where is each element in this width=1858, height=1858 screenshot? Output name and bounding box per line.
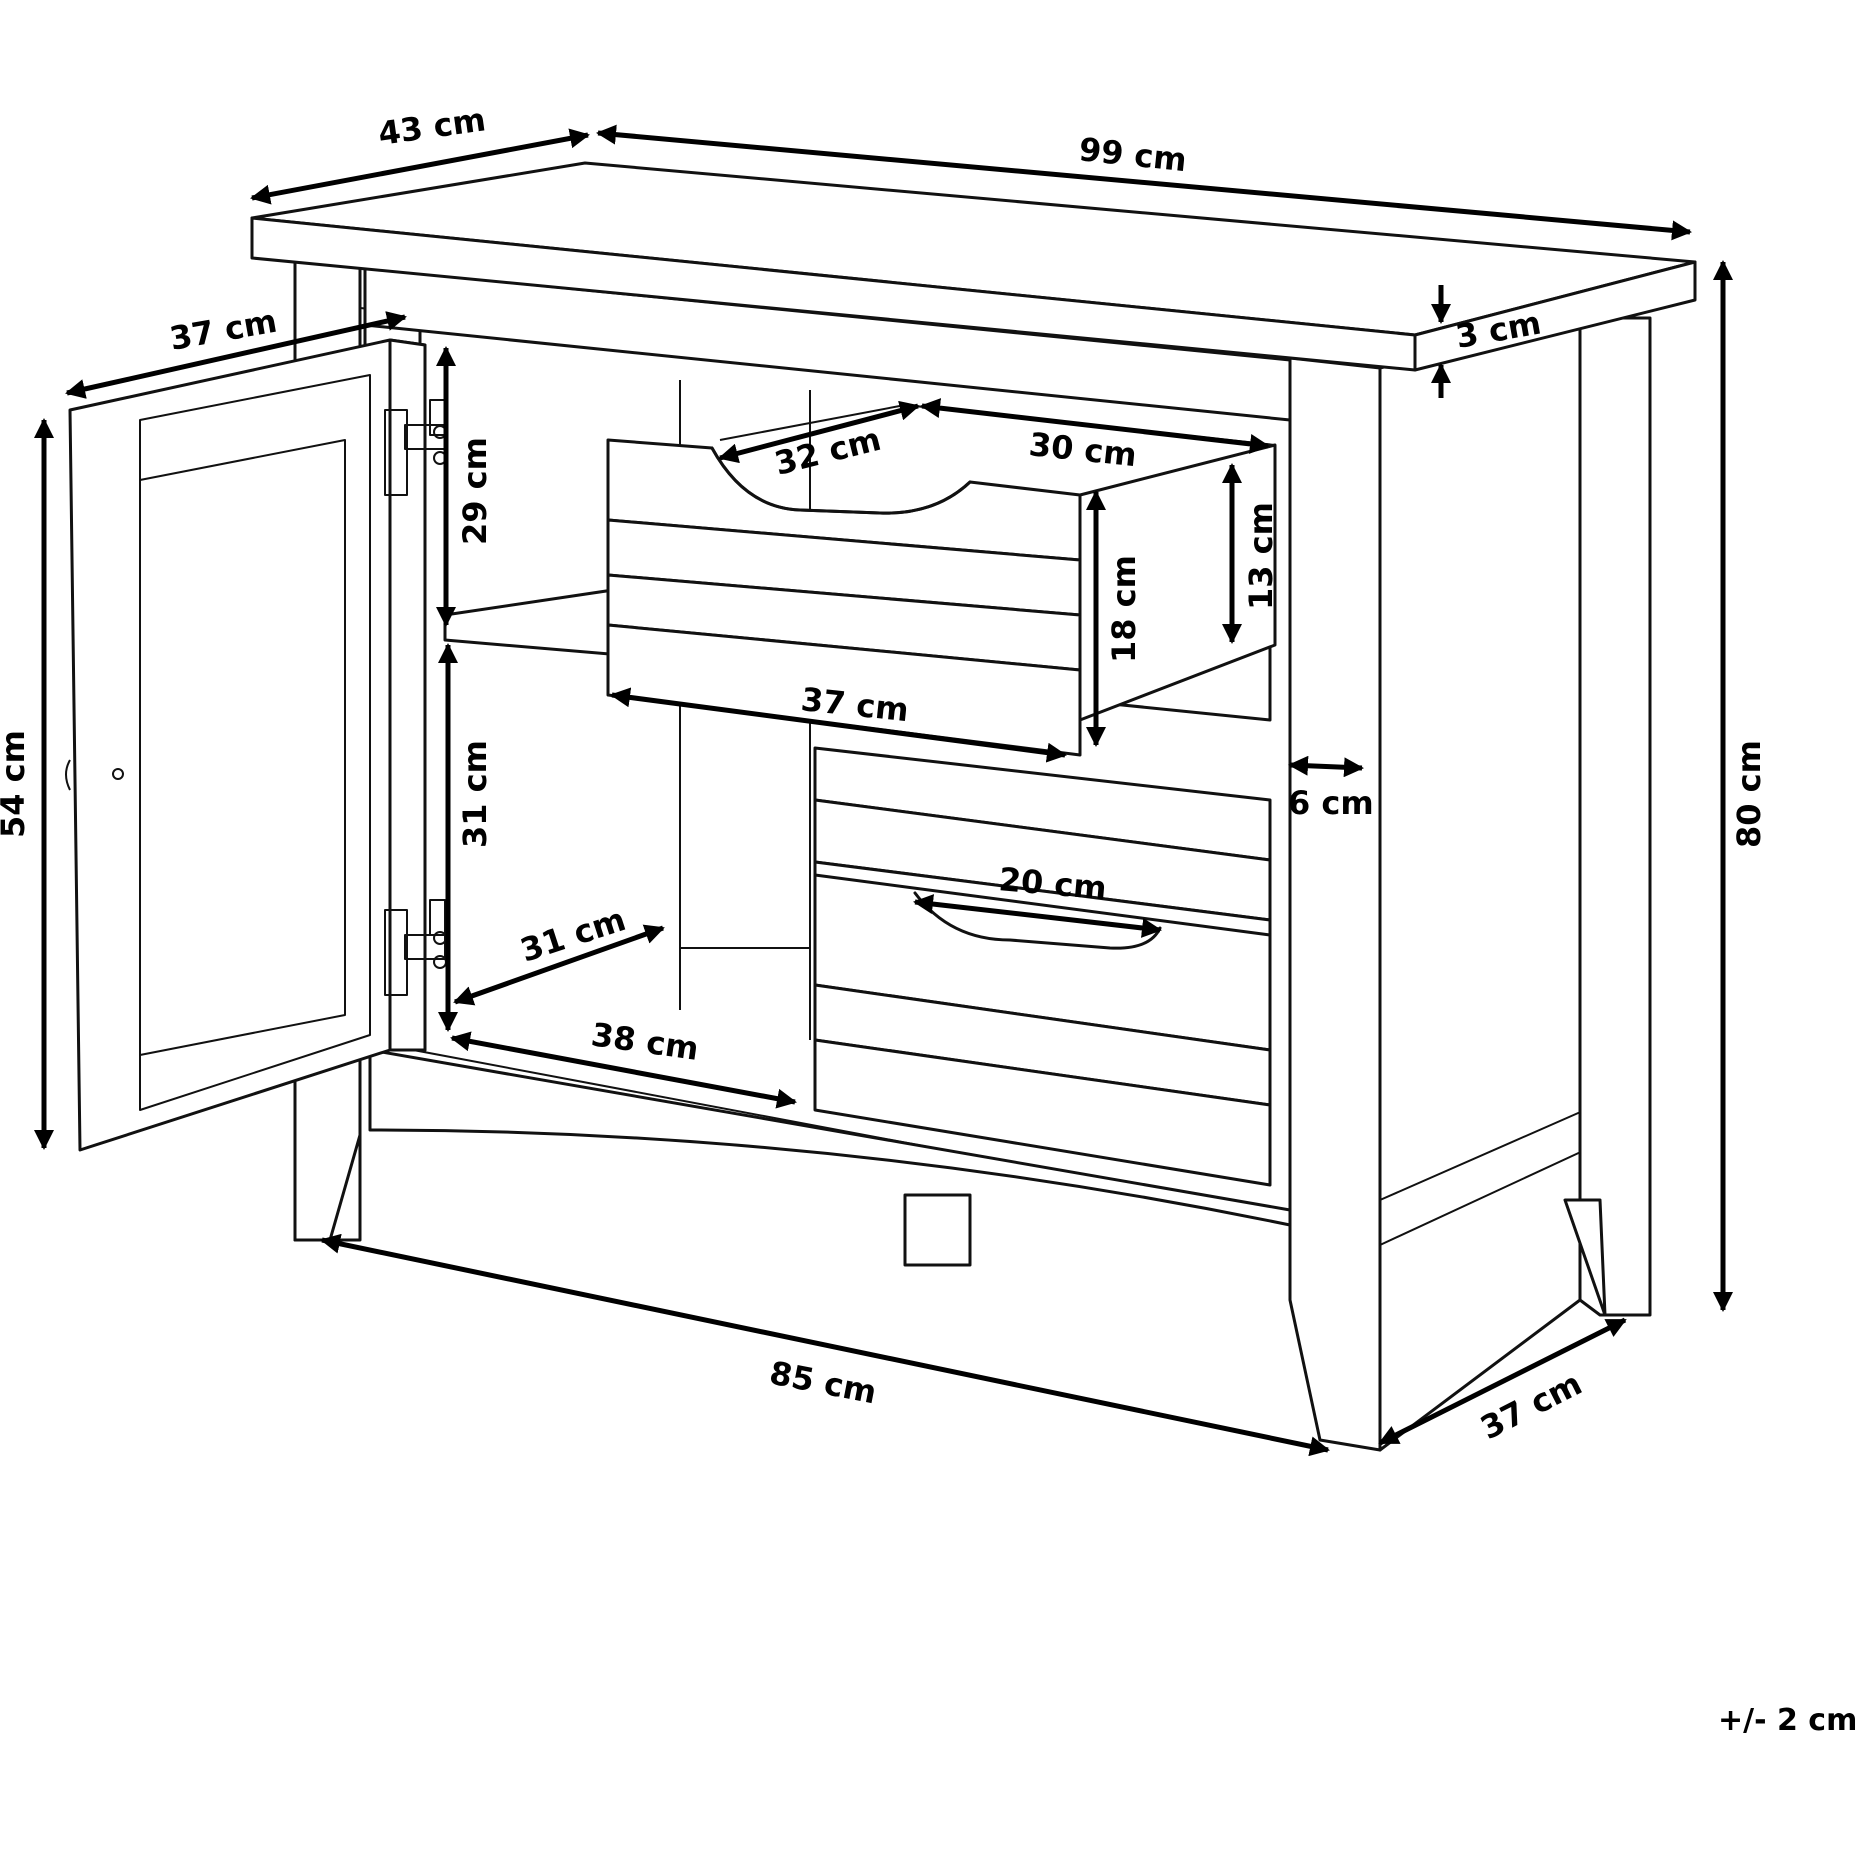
label-handle-width: 20 cm [997, 860, 1108, 907]
dim-arrow-drawer-depth [718, 400, 920, 464]
dim-arrow-base-width [320, 1233, 1330, 1457]
dim-arrow-leg-offset [1288, 755, 1364, 778]
cabinet-right-side [1378, 316, 1652, 1452]
open-door [65, 338, 427, 1152]
door-knob [112, 768, 124, 780]
cabinet-drawing [65, 161, 1697, 1452]
dim-arrow-base-depth [1378, 1317, 1627, 1446]
label-total-height: 80 cm [1730, 740, 1768, 848]
upper-drawer-handle [710, 446, 972, 515]
label-top-width: 99 cm [1077, 130, 1188, 179]
dim-arrow-drawer-inner-width [920, 398, 1270, 454]
label-leg-offset: 6 cm [1288, 784, 1374, 822]
dim-arrow-door-width [65, 311, 407, 399]
dim-arrow-top-depth [250, 128, 590, 205]
lower-drawer [813, 746, 1272, 1187]
label-lower-height: 31 cm [456, 740, 494, 848]
label-upper-shelf-height: 29 cm [456, 437, 494, 545]
right-front-post [1288, 356, 1382, 1452]
dim-arrow-lower-width [450, 1031, 797, 1109]
dimension-arrows [34, 124, 1733, 1457]
label-door-height: 54 cm [0, 730, 32, 838]
dim-arrow-handle-width [913, 894, 1162, 938]
tolerance-note: +/- 2 cm [1718, 1703, 1857, 1738]
dim-arrow-lower-depth [453, 924, 665, 1006]
label-drawer-inner-width: 30 cm [1027, 425, 1138, 474]
label-drawer-front-height: 18 cm [1105, 555, 1143, 663]
label-base-depth: 37 cm [1474, 1364, 1587, 1447]
label-drawer-inner-height: 13 cm [1242, 502, 1280, 610]
label-base-width: 85 cm [766, 1354, 879, 1412]
label-top-depth: 43 cm [376, 100, 488, 153]
label-lower-width: 38 cm [589, 1015, 701, 1068]
rear-leg [903, 1193, 972, 1267]
dim-arrow-top-width [596, 124, 1692, 241]
dim-arrow-drawer-front-width [610, 687, 1067, 763]
